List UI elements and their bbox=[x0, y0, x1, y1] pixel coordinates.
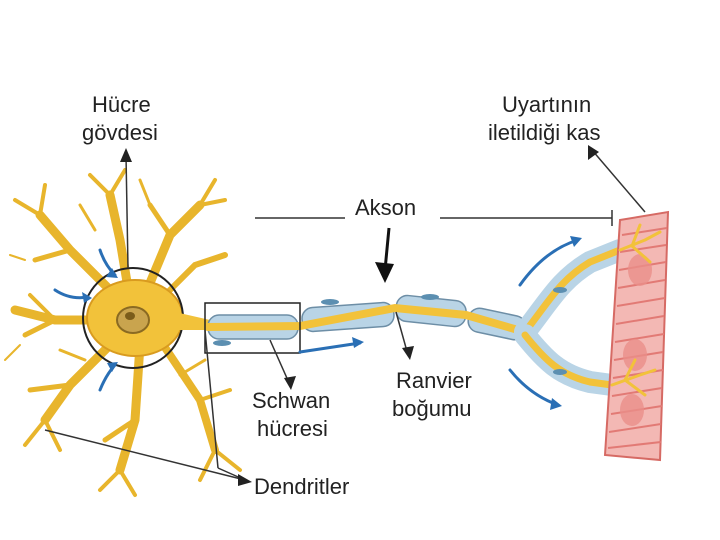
axon-hillock bbox=[175, 312, 210, 330]
muscle bbox=[603, 210, 670, 462]
label-dendrites: Dendritler bbox=[254, 474, 349, 499]
label-target: Uyartının bbox=[502, 92, 591, 117]
dendrites bbox=[4, 168, 242, 497]
label-schwann: Schwan bbox=[252, 388, 330, 413]
label-ranvier: Ranvier bbox=[396, 368, 472, 393]
label-target-2: iletildiği kas bbox=[488, 120, 601, 145]
label-axon: Akson bbox=[355, 195, 416, 220]
label-cell-body-2: gövdesi bbox=[82, 120, 158, 145]
pointer-lines bbox=[44, 149, 646, 481]
label-ranvier-2: boğumu bbox=[392, 396, 472, 421]
label-schwann-2: hücresi bbox=[257, 416, 328, 441]
nucleus bbox=[116, 306, 150, 334]
axon bbox=[204, 239, 631, 396]
axon-arrow bbox=[375, 227, 394, 283]
label-cell-body: Hücre bbox=[92, 92, 151, 117]
schwann-highlight-box bbox=[204, 302, 301, 354]
